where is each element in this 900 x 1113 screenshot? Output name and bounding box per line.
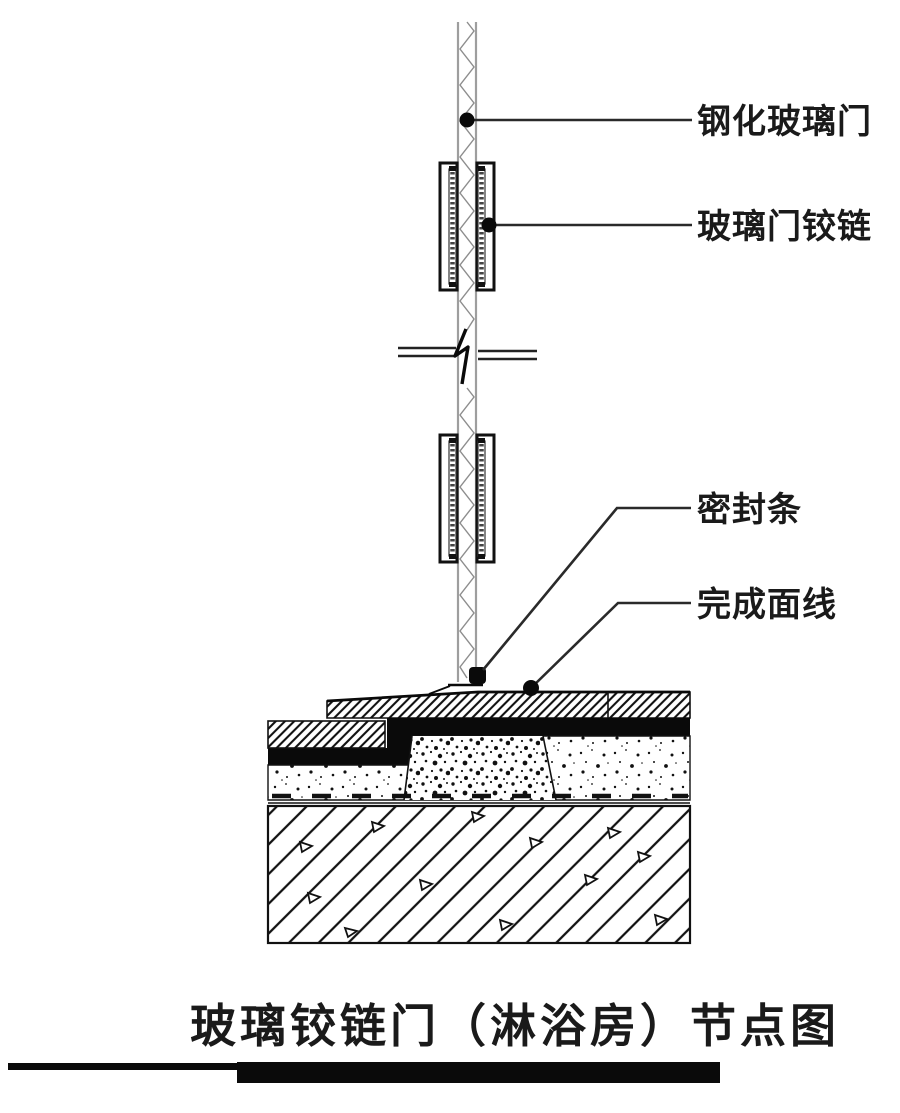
sealant-detail	[428, 667, 486, 695]
concrete-slab	[266, 802, 692, 945]
mortar-joint-right	[542, 735, 557, 801]
tile-layer-upper	[326, 690, 691, 719]
glass-zigzag-lower	[459, 387, 475, 679]
mortar-center-joint-block	[404, 736, 556, 800]
waterproof-lower	[268, 748, 412, 765]
callouts	[459, 112, 692, 696]
tile-top-surface-line	[326, 690, 690, 703]
waterproof-upper	[387, 718, 690, 736]
callout-tempered-glass-door	[459, 112, 692, 128]
glass-zigzag-upper	[459, 21, 475, 331]
callout-label-finished-surface-line: 完成面线	[697, 585, 837, 624]
title-underline-thin	[8, 1063, 237, 1070]
callout-glass-door-hinge	[481, 217, 692, 233]
waterproof-layer	[268, 718, 690, 765]
leader-dot	[481, 217, 497, 233]
leader-dot	[459, 112, 475, 128]
mortar-layer	[267, 735, 691, 801]
break-symbol	[398, 328, 537, 385]
leader-dot	[523, 680, 539, 696]
callout-finished-surface-line	[523, 601, 691, 696]
title-underline-bar	[8, 1062, 720, 1083]
callout-label-sealing-strip: 密封条	[697, 490, 802, 529]
title-underline-thick	[237, 1062, 720, 1083]
mortar-joint-left	[403, 735, 413, 801]
sealing-strip-blob	[469, 667, 486, 684]
tile-layer-lower-left	[267, 720, 386, 749]
callout-label-glass-door-hinge: 玻璃门铰链	[697, 208, 872, 246]
concrete-aggregate-symbols	[298, 810, 670, 939]
drawing-title: 玻璃铰链门（淋浴房）节点图	[190, 1001, 840, 1052]
break-bolt	[453, 328, 470, 385]
floor-section	[266, 667, 692, 945]
callout-sealing-strip	[481, 506, 691, 671]
callout-label-tempered-glass-door: 钢化玻璃门	[697, 103, 872, 141]
